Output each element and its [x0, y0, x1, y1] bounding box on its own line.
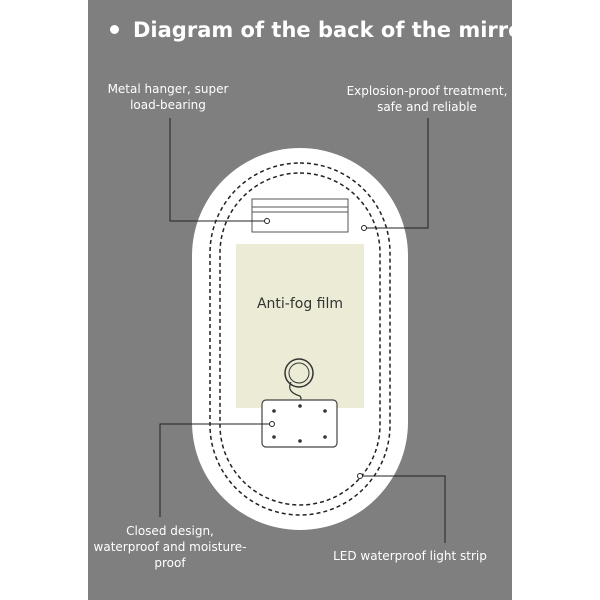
diagram-title: Diagram of the back of the mirror: [110, 18, 533, 42]
metal-hanger: [251, 198, 349, 233]
inner-dashed-strip: [219, 172, 381, 506]
hanger-leader: [169, 118, 267, 222]
closed-leader: [159, 423, 272, 517]
bullet-icon: [110, 24, 119, 34]
outer-dashed-strip: [209, 162, 391, 516]
anti-fog-film: [236, 244, 364, 408]
cable-loop: [284, 358, 314, 388]
explosion-label: Explosion-proof treatment, safe and reli…: [346, 84, 508, 114]
explosion-leader: [364, 118, 429, 229]
anti-fog-film-label: Anti-fog film: [256, 296, 344, 312]
closed-design-label: Closed design, waterproof and moisture-p…: [93, 524, 247, 570]
led-leader: [360, 475, 446, 543]
title-text: Diagram of the back of the mirror: [133, 18, 533, 42]
led-strip-label: LED waterproof light strip: [333, 549, 487, 563]
hanger-label: Metal hanger, super load-bearing: [107, 82, 229, 112]
